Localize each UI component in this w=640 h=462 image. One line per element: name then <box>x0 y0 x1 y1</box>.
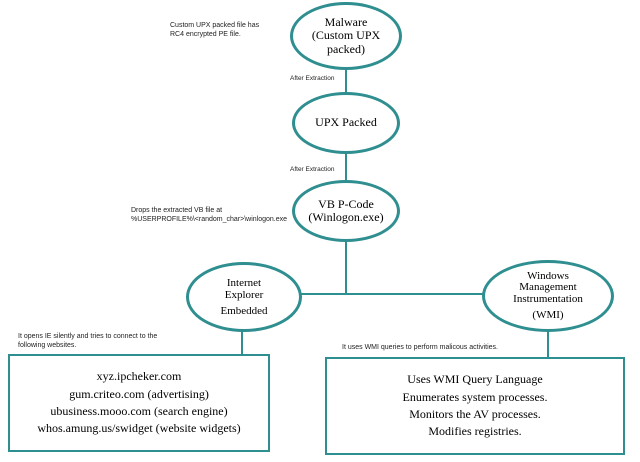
ie-note-line1: It opens IE silently and tries to connec… <box>18 333 158 340</box>
vb-note-line1: Drops the extracted VB file at <box>131 207 223 214</box>
malware-node: Malware (Custom UPX packed) <box>290 2 402 70</box>
wmi-action-item: Monitors the AV processes. <box>409 407 541 421</box>
vb-label-line2: (Winlogon.exe) <box>308 210 384 224</box>
wmi-action-item: Modifies registries. <box>428 424 522 439</box>
malware-label-line1: Malware <box>324 14 368 29</box>
wmi-note: It uses WMI queries to perform malicous … <box>342 343 498 352</box>
websites-box: xyz.ipcheker.com gum.criteo.com (adverti… <box>8 354 270 452</box>
wmi-label-line1: Windows <box>527 269 569 282</box>
website-item: whos.amung.us/swidget (website widgets) <box>37 421 241 436</box>
website-item: ubusiness.mooo.com (search engine) <box>50 404 228 418</box>
malware-note-line1: Custom UPX packed file has <box>170 22 260 29</box>
wmi-note-line1: It uses WMI queries to perform malicous … <box>342 344 498 351</box>
vb-note: Drops the extracted VB file at %USERPROF… <box>131 206 287 225</box>
internet-explorer-node: Internet Explorer Embedded <box>186 262 302 332</box>
malware-label-line2: (Custom UPX <box>311 28 381 43</box>
wmi-label-line4: (WMI) <box>532 308 564 321</box>
malware-note-line2: RC4 encrypted PE file. <box>170 31 241 39</box>
wmi-node: Windows Management Instrumentation (WMI) <box>482 260 614 332</box>
website-item: gum.criteo.com (advertising) <box>69 386 209 401</box>
edge-label-malware-upx: After Extraction <box>290 75 335 82</box>
vb-note-line2: %USERPROFILE%\<random_char>\winlogon.exe <box>131 216 288 224</box>
ie-label-line3: Embedded <box>220 304 268 317</box>
malware-label-line3: packed) <box>327 41 365 56</box>
edge-label-upx-vb: After Extraction <box>290 166 335 173</box>
ie-note: It opens IE silently and tries to connec… <box>18 332 157 351</box>
ie-label-line2: Explorer <box>224 289 264 302</box>
vb-label-line1: VB P-Code <box>318 196 374 211</box>
vb-pcode-node: VB P-Code (Winlogon.exe) <box>292 180 400 242</box>
upx-packed-node: UPX Packed <box>292 92 400 154</box>
wmi-action-item: Enumerates system processes. <box>402 389 548 404</box>
upx-label: UPX Packed <box>315 115 377 130</box>
ie-note-line2: following websites. <box>18 342 77 350</box>
wmi-label-line3: Instrumentation <box>513 293 583 305</box>
wmi-actions-box: Uses WMI Query Language Enumerates syste… <box>325 357 625 455</box>
ie-label-line1: Internet <box>226 277 262 290</box>
wmi-action-item: Uses WMI Query Language <box>407 372 543 387</box>
website-item: xyz.ipcheker.com <box>96 369 182 384</box>
malware-note: Custom UPX packed file has RC4 encrypted… <box>170 21 259 40</box>
wmi-label-line2: Management <box>519 281 577 294</box>
